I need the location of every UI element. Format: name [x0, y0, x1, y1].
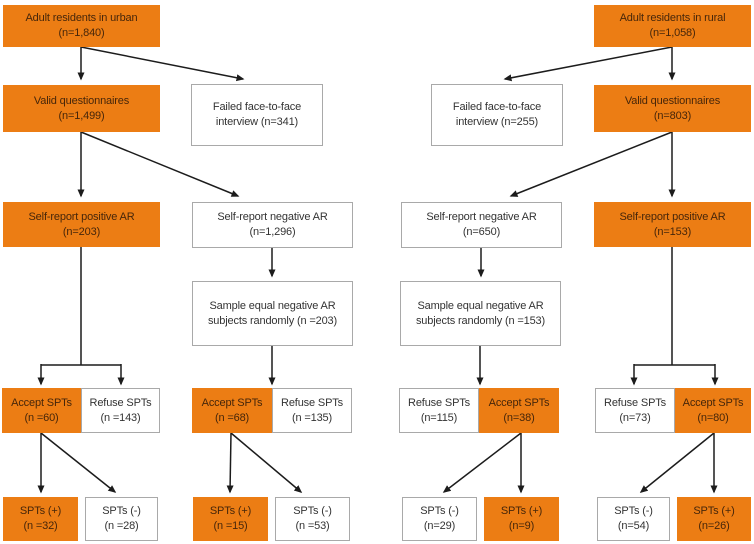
node-refuse-spts-73: Refuse SPTs (n=73) [595, 388, 675, 433]
node-refuse-spts-135: Refuse SPTs (n =135) [272, 388, 352, 433]
node-count: (n =68) [214, 411, 250, 424]
node-label: SPTs (+) [693, 505, 735, 518]
branch-selfpos-rural-trunk [634, 247, 715, 366]
node-spts-positive-9: SPTs (+) (n=9) [484, 497, 559, 541]
node-spts-negative-53: SPTs (-) (n =53) [275, 497, 350, 541]
node-failed-interview-rural: Failed face-to-face interview (n=255) [431, 84, 563, 146]
node-count: (n=1,296) [249, 226, 296, 238]
node-count: subjects randomly (n =203) [207, 314, 338, 327]
node-label: Accept SPTs [682, 396, 744, 409]
node-selfreport-negative-urban: Self-report negative AR (n=1,296) [192, 202, 353, 248]
node-label: Sample equal negative AR [417, 299, 544, 312]
node-refuse-spts-115: Refuse SPTs (n=115) [399, 388, 479, 433]
node-count: (n=203) [62, 225, 101, 238]
node-label: Self-report negative AR [217, 211, 328, 224]
node-selfreport-positive-rural: Self-report positive AR (n=153) [594, 202, 751, 247]
node-selfreport-positive-urban: Self-report positive AR (n=203) [3, 202, 160, 247]
node-valid-questionnaires-urban: Valid questionnaires (n=1,499) [3, 85, 160, 132]
node-failed-interview-urban: Failed face-to-face interview (n=341) [191, 84, 323, 146]
node-label: SPTs (-) [293, 505, 332, 518]
arrow-accept80-to-sptneg54 [639, 432, 715, 493]
node-label: SPTs (-) [420, 505, 459, 518]
branch-selfpos-urban-trunk [41, 247, 121, 366]
node-count: (n=38) [503, 411, 535, 424]
node-spts-negative-29: SPTs (-) (n=29) [402, 497, 477, 541]
node-count: (n =32) [23, 520, 58, 532]
arrow-accept60-to-sptneg28 [40, 432, 117, 493]
node-count: (n=115) [420, 411, 458, 424]
node-label: Refuse SPTs [281, 396, 343, 409]
node-label: Refuse SPTs [89, 396, 152, 409]
node-accept-spts-68: Accept SPTs (n =68) [192, 388, 272, 433]
node-label: SPTs (-) [102, 505, 141, 518]
node-label: SPTs (+) [500, 505, 543, 518]
node-spts-positive-32: SPTs (+) (n =32) [3, 497, 78, 541]
arrow-rural-to-failed [503, 46, 673, 82]
node-count: (n=153) [653, 225, 692, 238]
node-count: (n=803) [653, 109, 692, 122]
node-label: Accept SPTs [488, 396, 550, 409]
node-count: subjects randomly (n =153) [415, 314, 546, 327]
node-accept-spts-60: Accept SPTs (n =60) [2, 388, 81, 433]
node-count: (n=26) [698, 520, 730, 532]
node-count: (n =53) [295, 520, 330, 532]
node-label: SPTs (-) [614, 505, 653, 518]
node-label: Valid questionnaires [624, 94, 721, 107]
node-count: (n =135) [291, 411, 333, 424]
node-count: (n=73) [619, 411, 651, 424]
node-valid-questionnaires-rural: Valid questionnaires (n=803) [594, 85, 751, 132]
node-accept-spts-38: Accept SPTs (n=38) [479, 388, 559, 433]
node-accept-spts-80: Accept SPTs (n=80) [675, 388, 751, 433]
node-sample-negative-urban: Sample equal negative AR subjects random… [192, 281, 353, 346]
node-count: (n =15) [213, 520, 248, 532]
node-count: (n=1,840) [58, 27, 105, 39]
node-count: (n=54) [617, 520, 650, 532]
node-refuse-spts-143: Refuse SPTs (n =143) [81, 388, 160, 433]
arrow-urban-to-failed [80, 46, 245, 82]
node-sample-negative-rural: Sample equal negative AR subjects random… [400, 281, 561, 346]
node-label: Accept SPTs [201, 396, 263, 409]
node-count: (n=29) [423, 520, 456, 532]
node-label: Self-report positive AR [28, 210, 135, 223]
node-adult-residents-rural: Adult residents in rural (n=1,058) [594, 5, 751, 47]
node-label: Refuse SPTs [604, 396, 666, 409]
node-count: (n =28) [104, 520, 139, 532]
node-label: Sample equal negative AR [209, 299, 336, 312]
node-count: (n=9) [508, 520, 535, 532]
arrow-accept68-to-sptneg53 [230, 432, 303, 493]
node-count: interview (n=341) [215, 116, 299, 128]
node-label: Self-report positive AR [619, 210, 726, 223]
node-adult-residents-urban: Adult residents in urban (n=1,840) [3, 5, 160, 47]
node-label: SPTs (+) [209, 505, 252, 518]
node-spts-positive-26: SPTs (+) (n=26) [677, 497, 751, 541]
node-label: Failed face-to-face [452, 101, 542, 114]
node-count: (n=80) [697, 411, 729, 424]
node-label: Valid questionnaires [33, 94, 130, 107]
node-label: Self-report negative AR [426, 211, 537, 224]
node-count: interview (n=255) [455, 116, 539, 128]
node-label: Adult residents in rural [619, 12, 726, 25]
node-label: Refuse SPTs [408, 396, 470, 409]
node-label: Accept SPTs [11, 396, 72, 409]
node-count: (n=1,499) [58, 109, 105, 122]
arrow-accept38-to-sptneg29 [442, 432, 522, 493]
node-count: (n=650) [462, 226, 501, 238]
node-count: (n =143) [100, 411, 141, 424]
node-label: SPTs (+) [19, 505, 62, 518]
node-spts-negative-28: SPTs (-) (n =28) [85, 497, 158, 541]
node-count: (n =60) [24, 411, 59, 424]
node-count: (n=1,058) [649, 27, 696, 39]
node-label: Adult residents in urban [25, 12, 138, 25]
arrow-accept68-to-sptpos15 [226, 432, 234, 494]
node-label: Failed face-to-face [212, 101, 302, 114]
node-selfreport-negative-rural: Self-report negative AR (n=650) [401, 202, 562, 248]
node-spts-negative-54: SPTs (-) (n=54) [597, 497, 670, 541]
node-spts-positive-15: SPTs (+) (n =15) [193, 497, 268, 541]
